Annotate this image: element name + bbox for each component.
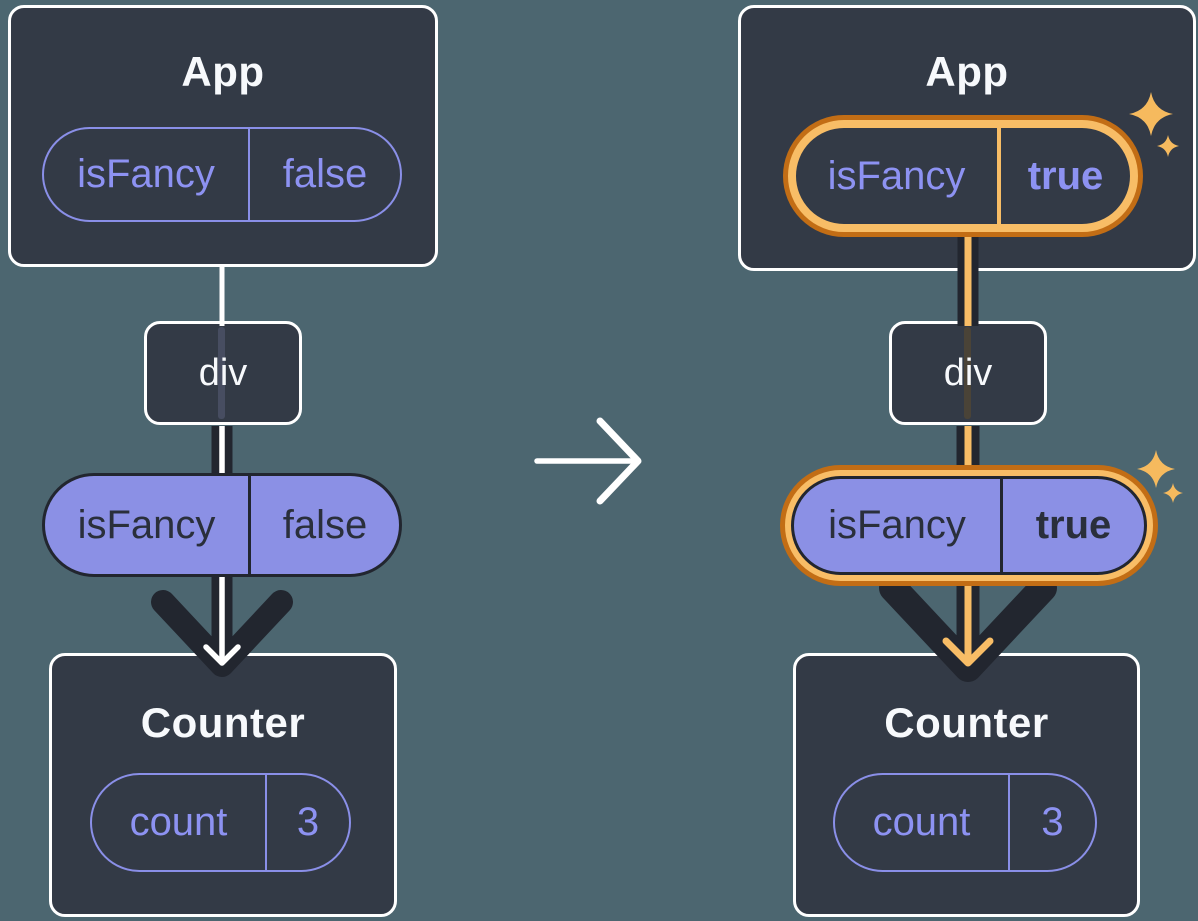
- after-counter-card: [793, 653, 1140, 917]
- after-passed-prop-pill: isFancy true: [791, 476, 1147, 575]
- after-passed-prop-name: isFancy: [828, 503, 966, 547]
- right-arrow-icon: [534, 417, 642, 505]
- before-passed-prop-name: isFancy: [77, 502, 216, 547]
- before-div-node: div: [144, 321, 302, 425]
- after-div-node: div: [889, 321, 1047, 425]
- before-app-prop-name: isFancy: [77, 152, 215, 196]
- after-app-prop-pill: isFancy true: [788, 120, 1138, 232]
- after-div-label: div: [943, 351, 993, 394]
- before-counter-state-name: count: [129, 800, 228, 844]
- after-passed-prop-value: true: [1000, 479, 1144, 572]
- after-div-ghost-line: [964, 327, 971, 419]
- before-counter-title: Counter: [140, 699, 306, 746]
- after-counter-state-value: 3: [1008, 775, 1095, 870]
- before-passed-prop-pill: isFancy false: [42, 473, 402, 577]
- after-app-prop-value: true: [997, 128, 1130, 224]
- before-counter-state-value: 3: [265, 775, 349, 870]
- before-app-prop-value: false: [248, 129, 400, 220]
- before-passed-prop-value: false: [248, 476, 399, 574]
- after-counter-title: Counter: [884, 699, 1049, 746]
- before-app-title: App: [181, 48, 265, 95]
- after-app-title: App: [925, 48, 1009, 95]
- after-app-prop-name: isFancy: [827, 153, 966, 198]
- after-counter-state-name: count: [872, 800, 971, 844]
- after-counter-state-pill: count 3: [833, 773, 1097, 872]
- before-app-prop-pill: isFancy false: [42, 127, 402, 222]
- before-div-ghost-line: [218, 327, 225, 419]
- before-counter-state-pill: count 3: [90, 773, 351, 872]
- before-div-label: div: [198, 351, 248, 394]
